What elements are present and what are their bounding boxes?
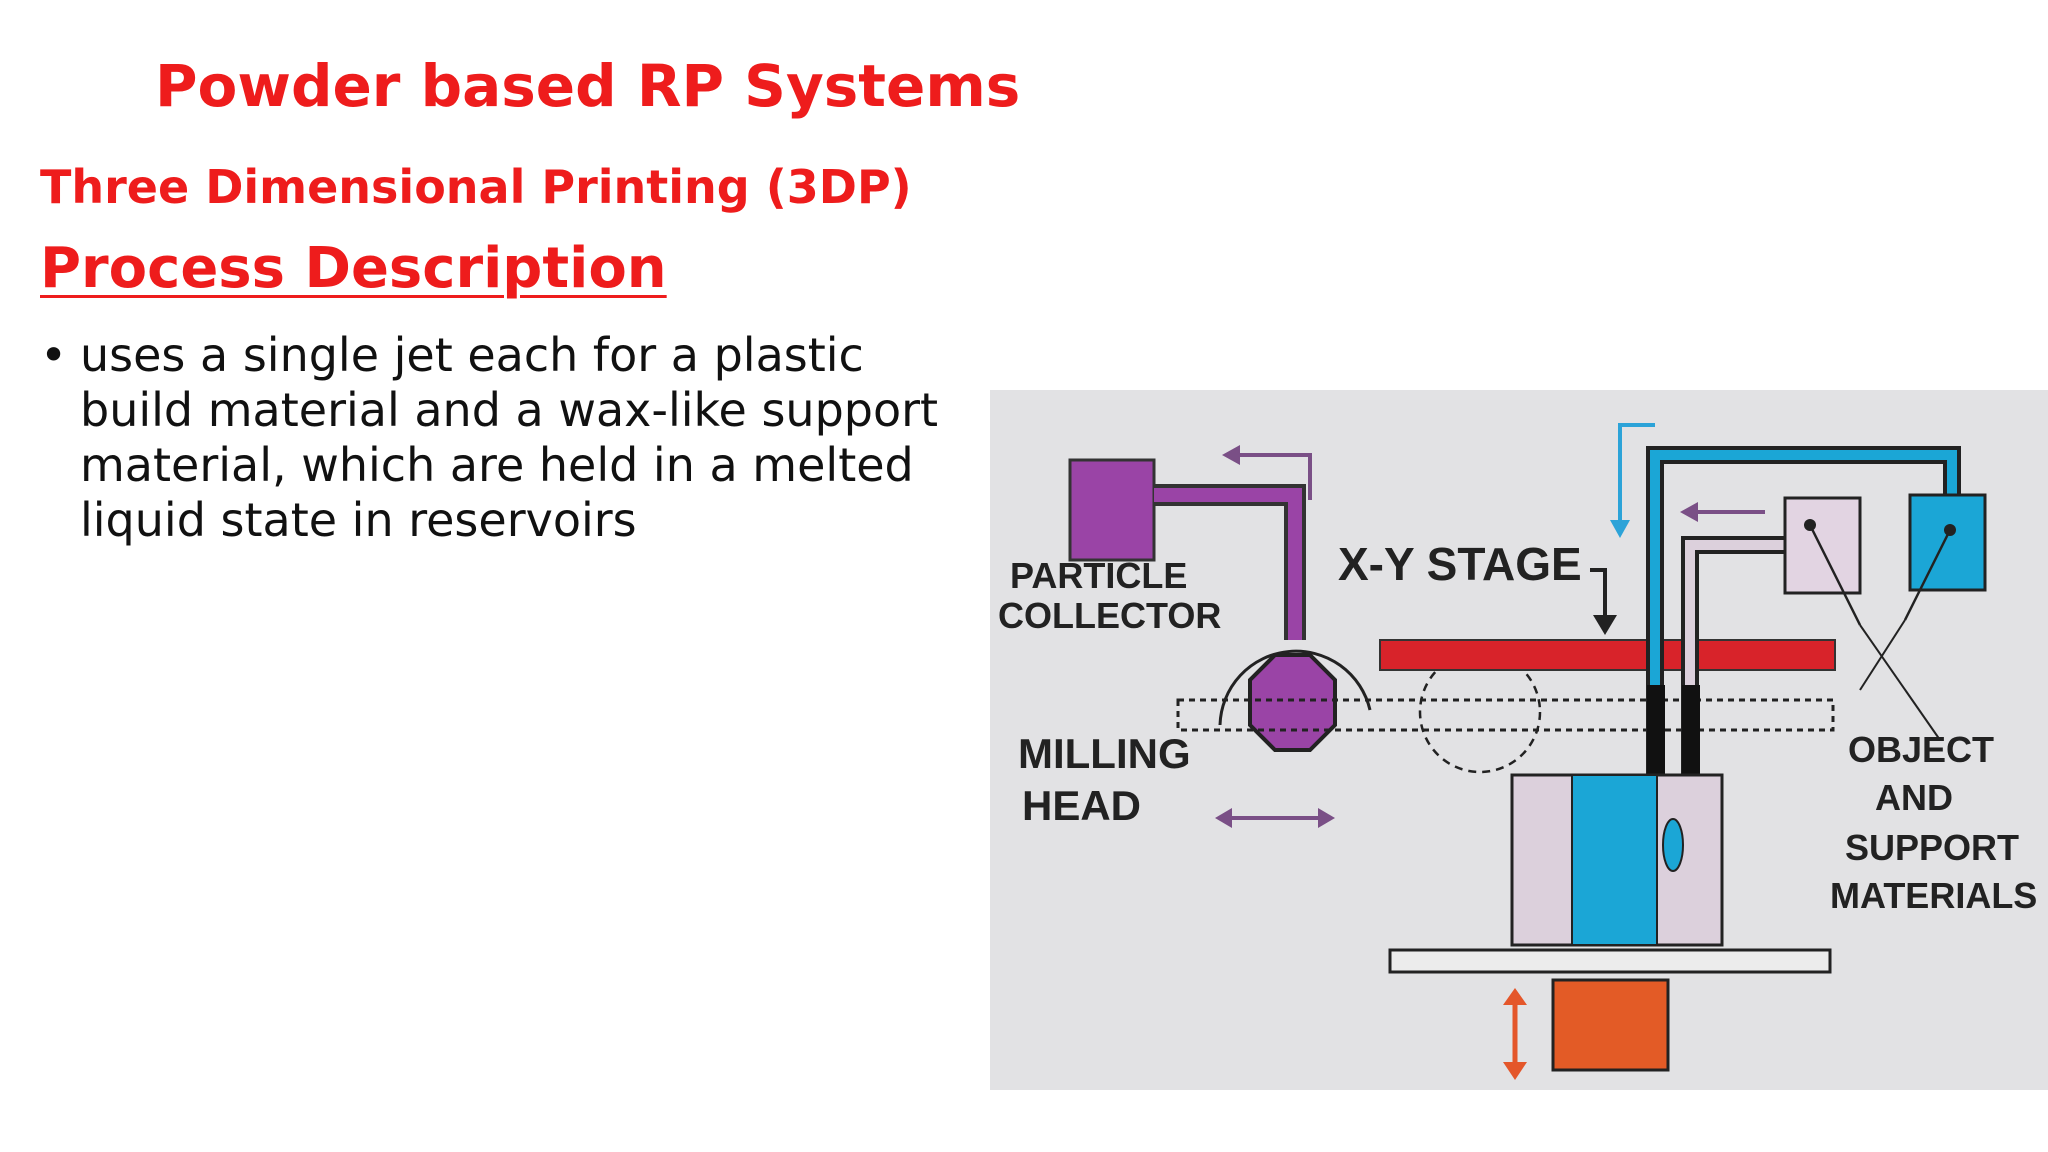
support-jet-nozzle bbox=[1682, 685, 1700, 780]
bullet-item: • uses a single jet each for a plastic b… bbox=[40, 328, 970, 548]
section-heading: Process Description bbox=[40, 236, 667, 301]
label-object-4: MATERIALS bbox=[1830, 875, 2037, 916]
label-object-2: AND bbox=[1875, 777, 1953, 818]
xy-stage-pointer-icon bbox=[1593, 615, 1617, 635]
exhaust-arrow-icon bbox=[1222, 445, 1240, 465]
build-inlet-arrow-icon bbox=[1610, 520, 1630, 538]
build-material-part bbox=[1571, 774, 1658, 946]
support-reservoir-probe bbox=[1808, 524, 1862, 626]
support-reservoir-probe-tip bbox=[1804, 519, 1816, 531]
milling-head-cutter bbox=[1248, 653, 1337, 752]
label-milling-head-1: MILLING bbox=[1018, 730, 1191, 777]
build-reservoir-probe bbox=[1903, 529, 1952, 621]
xy-stage-bar bbox=[1379, 639, 1836, 671]
object-label-leader bbox=[1859, 624, 1941, 741]
elevator-arrow-down-icon bbox=[1503, 1062, 1527, 1080]
collector-duct bbox=[1154, 488, 1302, 640]
bullet-dot-icon: • bbox=[40, 328, 68, 382]
support-inlet-arrow-icon bbox=[1680, 502, 1698, 522]
slide-subtitle: Three Dimensional Printing (3DP) bbox=[40, 160, 912, 214]
exhaust-arrow-line bbox=[1240, 453, 1312, 500]
build-material-feature bbox=[1662, 818, 1684, 872]
label-xy-stage: X-Y STAGE bbox=[1338, 538, 1582, 590]
milling-head-guard bbox=[1218, 649, 1372, 726]
build-platform bbox=[1388, 948, 1832, 974]
slide-title: Powder based RP Systems bbox=[155, 52, 1021, 120]
build-feed-line bbox=[1650, 450, 1957, 785]
support-reservoir bbox=[1783, 496, 1862, 595]
build-reservoir-probe-tip bbox=[1944, 524, 1956, 536]
process-diagram-svg: PARTICLE COLLECTOR X-Y STAGE MILLING HEA… bbox=[990, 390, 2048, 1090]
build-inlet-arrow-line bbox=[1618, 423, 1655, 520]
build-jet-nozzle bbox=[1647, 685, 1665, 780]
milling-travel-arrow-left-icon bbox=[1215, 808, 1232, 828]
build-reservoir bbox=[1908, 493, 1987, 592]
object-label-leader-2 bbox=[1859, 619, 1906, 691]
milling-travel-arrow-right-icon bbox=[1318, 808, 1335, 828]
bullet-text: uses a single jet each for a plastic bui… bbox=[80, 328, 939, 547]
label-object-1: OBJECT bbox=[1848, 729, 1994, 770]
xy-stage-pointer-line bbox=[1590, 568, 1607, 615]
elevator-arrow-up-icon bbox=[1503, 988, 1527, 1005]
particle-collector-box bbox=[1068, 458, 1156, 562]
label-particle-collector-1: PARTICLE bbox=[1010, 555, 1187, 596]
bullet-list: • uses a single jet each for a plastic b… bbox=[40, 328, 970, 548]
elevator-block bbox=[1551, 978, 1670, 1072]
process-diagram: PARTICLE COLLECTOR X-Y STAGE MILLING HEA… bbox=[990, 390, 2048, 1090]
label-object-3: SUPPORT bbox=[1845, 827, 2019, 868]
label-milling-head-2: HEAD bbox=[1022, 782, 1141, 829]
label-particle-collector-2: COLLECTOR bbox=[998, 595, 1221, 636]
scan-path bbox=[1176, 698, 1835, 732]
